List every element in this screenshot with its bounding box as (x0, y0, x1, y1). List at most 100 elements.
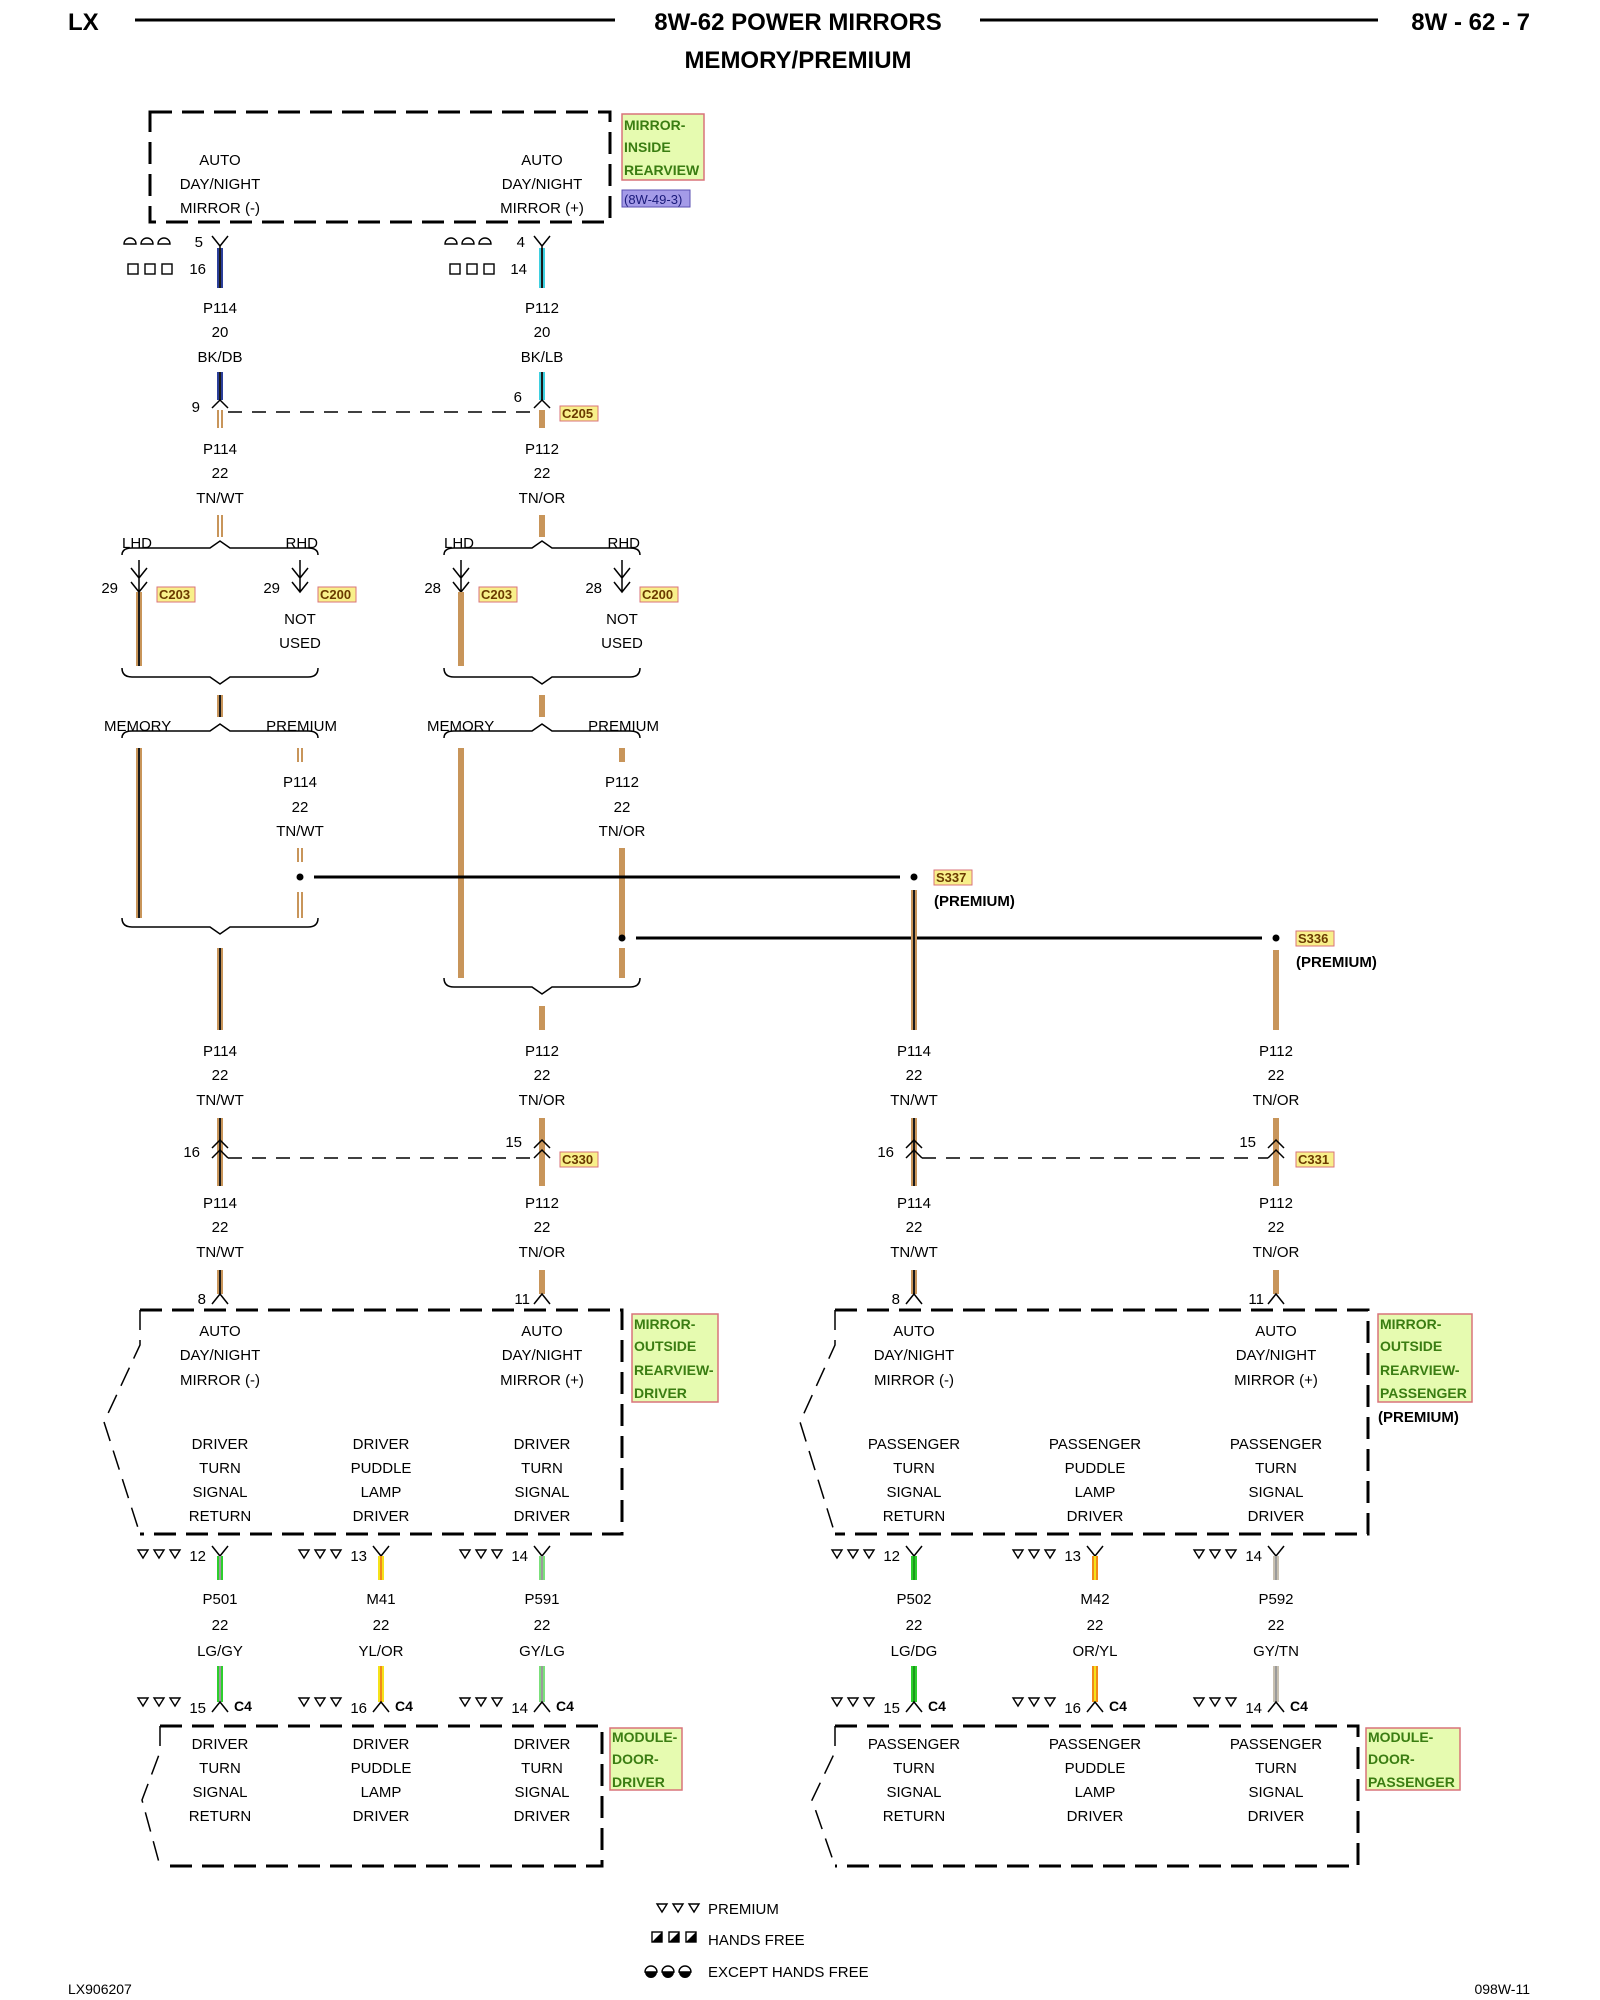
svg-text:C203: C203 (481, 587, 512, 602)
premium-symbol (1208, 1549, 1222, 1560)
module-passenger-puddle: PUDDLE (1065, 1760, 1126, 1777)
connector-c331[interactable]: C331 (1295, 1151, 1335, 1168)
mirror-terminal (1267, 1545, 1285, 1558)
premium-symbol (862, 1549, 876, 1560)
module-door-driver-break (141, 1726, 161, 1867)
wire-p112-tnor-segment (539, 515, 545, 537)
memory-premium-brace-right (443, 723, 641, 739)
memory-premium-brace-left (121, 723, 319, 739)
passenger-mirror-pos-auto: AUTO (1255, 1323, 1296, 1340)
module-door-passenger-outline (835, 1724, 1360, 1868)
premium-symbol (297, 1549, 311, 1560)
outside-mirror-passenger-tag: MIRROR- OUTSIDE REARVIEW- PASSENGER (1377, 1313, 1473, 1403)
svg-text:PASSENGER: PASSENGER (1380, 1385, 1467, 1401)
driver-mirror-turn-return: DRIVER (192, 1436, 249, 1453)
wire-label-p112: P112 (525, 1043, 559, 1060)
c200-terminal-28 (613, 560, 631, 594)
mirror-terminal (372, 1545, 390, 1558)
driver-mirror-turn-driver: DRIVER (514, 1436, 571, 1453)
svg-text:INSIDE: INSIDE (624, 139, 671, 155)
wire-gauge-22: 22 (212, 1617, 229, 1634)
module-passenger-turn-driver: SIGNAL (1248, 1784, 1303, 1801)
wire-color-tnwt: TN/WT (196, 1244, 243, 1261)
premium-symbol (297, 1697, 311, 1708)
module-driver-turn-driver: SIGNAL (514, 1784, 569, 1801)
module-passenger-turn-return: TURN (893, 1760, 935, 1777)
c205-terminal-6 (533, 398, 551, 409)
svg-text:C331: C331 (1298, 1152, 1329, 1167)
wire-gauge-22: 22 (292, 799, 309, 816)
module-door-passenger-tag: MODULE- DOOR- PASSENGER (1365, 1727, 1461, 1791)
premium-symbol (136, 1549, 150, 1560)
splice-s336[interactable]: S336 (1295, 930, 1335, 947)
inside-mirror-pos-daynight: DAY/NIGHT (502, 176, 583, 193)
pin-8: 8 (198, 1291, 206, 1308)
premium-symbol (1043, 1697, 1057, 1708)
wire-gauge-20: 20 (212, 324, 229, 341)
wire-p114-tnwt-premium (297, 748, 303, 918)
svg-text:S336: S336 (1298, 931, 1328, 946)
module-driver-puddle: DRIVER (353, 1736, 410, 1753)
legend-hands-free-symbol (651, 1931, 697, 1943)
wire-gauge-22: 22 (906, 1067, 923, 1084)
svg-text:REARVIEW-: REARVIEW- (634, 1362, 714, 1378)
outside-mirror-driver-outline (140, 1308, 624, 1536)
inside-mirror-tag: MIRROR- INSIDE REARVIEW (621, 113, 705, 181)
premium-symbol (1192, 1697, 1206, 1708)
pin-14: 14 (511, 1700, 528, 1717)
pin-15: 15 (189, 1700, 206, 1717)
inside-mirror-reference[interactable]: (8W-49-3) (621, 189, 691, 208)
splice-s337[interactable]: S337 (933, 869, 973, 886)
wire-color-gylg: GY/LG (519, 1643, 565, 1660)
passenger-mirror-puddle: PUDDLE (1065, 1460, 1126, 1477)
wire-color-tnor: TN/OR (519, 1092, 566, 1109)
connector-c200[interactable]: C200 (639, 586, 679, 603)
wire-p112-c331 (1273, 1118, 1279, 1186)
module-driver-turn-driver: DRIVER (514, 1808, 571, 1825)
connector-c205[interactable]: C205 (559, 405, 599, 422)
pin-16: 16 (1064, 1700, 1081, 1717)
memory-label: MEMORY (104, 718, 171, 735)
pin-14: 14 (1245, 1700, 1262, 1717)
connector-c203[interactable]: C203 (478, 586, 518, 603)
svg-text:MIRROR-: MIRROR- (1380, 1316, 1442, 1332)
svg-text:PASSENGER: PASSENGER (1368, 1774, 1455, 1790)
premium-symbol (136, 1697, 150, 1708)
pin-16: 16 (877, 1144, 894, 1161)
premium-symbol (1192, 1549, 1206, 1560)
except-hands-free-symbol (444, 237, 492, 245)
connector-c200[interactable]: C200 (317, 586, 357, 603)
footer-page-ref: 098W-11 (1474, 1981, 1530, 1997)
driver-mirror-neg-auto: AUTO (199, 1323, 240, 1340)
wire-label-p501: P501 (202, 1591, 237, 1608)
wire-gauge-22: 22 (534, 1219, 551, 1236)
passenger-mirror-puddle: PASSENGER (1049, 1436, 1141, 1453)
module-driver-turn-return: RETURN (189, 1808, 252, 1825)
wire-p112-to-driver-mirror (539, 1270, 545, 1294)
pin-15: 15 (883, 1700, 900, 1717)
pin-28: 28 (424, 580, 441, 597)
driver-mirror-pos-daynight: DAY/NIGHT (502, 1347, 583, 1364)
driver-mirror-turn-driver: SIGNAL (514, 1484, 569, 1501)
except-hands-free-symbol (123, 237, 171, 245)
driver-mirror-pos-auto: AUTO (521, 1323, 562, 1340)
passenger-mirror-turn-return: RETURN (883, 1508, 946, 1525)
connector-c203[interactable]: C203 (156, 586, 196, 603)
c330-terminal-16 (211, 1138, 229, 1159)
wire-p112-tnor-c205 (539, 410, 545, 428)
lhd-rhd-brace-left (121, 540, 319, 556)
svg-text:DOOR-: DOOR- (1368, 1751, 1415, 1767)
connector-c330[interactable]: C330 (559, 1151, 599, 1168)
wire-label-p112: P112 (1259, 1195, 1293, 1212)
not-used-label: NOT (284, 611, 316, 628)
c205-terminal-9 (211, 398, 229, 409)
legend-premium-symbol (655, 1903, 701, 1914)
svg-text:DRIVER: DRIVER (612, 1774, 665, 1790)
not-used-label: NOT (606, 611, 638, 628)
passenger-mirror-neg-label: MIRROR (-) (874, 1372, 954, 1389)
connector-c4: C4 (1290, 1698, 1308, 1714)
wire-gauge-22: 22 (534, 465, 551, 482)
inside-mirror-neg-daynight: DAY/NIGHT (180, 176, 261, 193)
module-passenger-turn-return: PASSENGER (868, 1736, 960, 1753)
